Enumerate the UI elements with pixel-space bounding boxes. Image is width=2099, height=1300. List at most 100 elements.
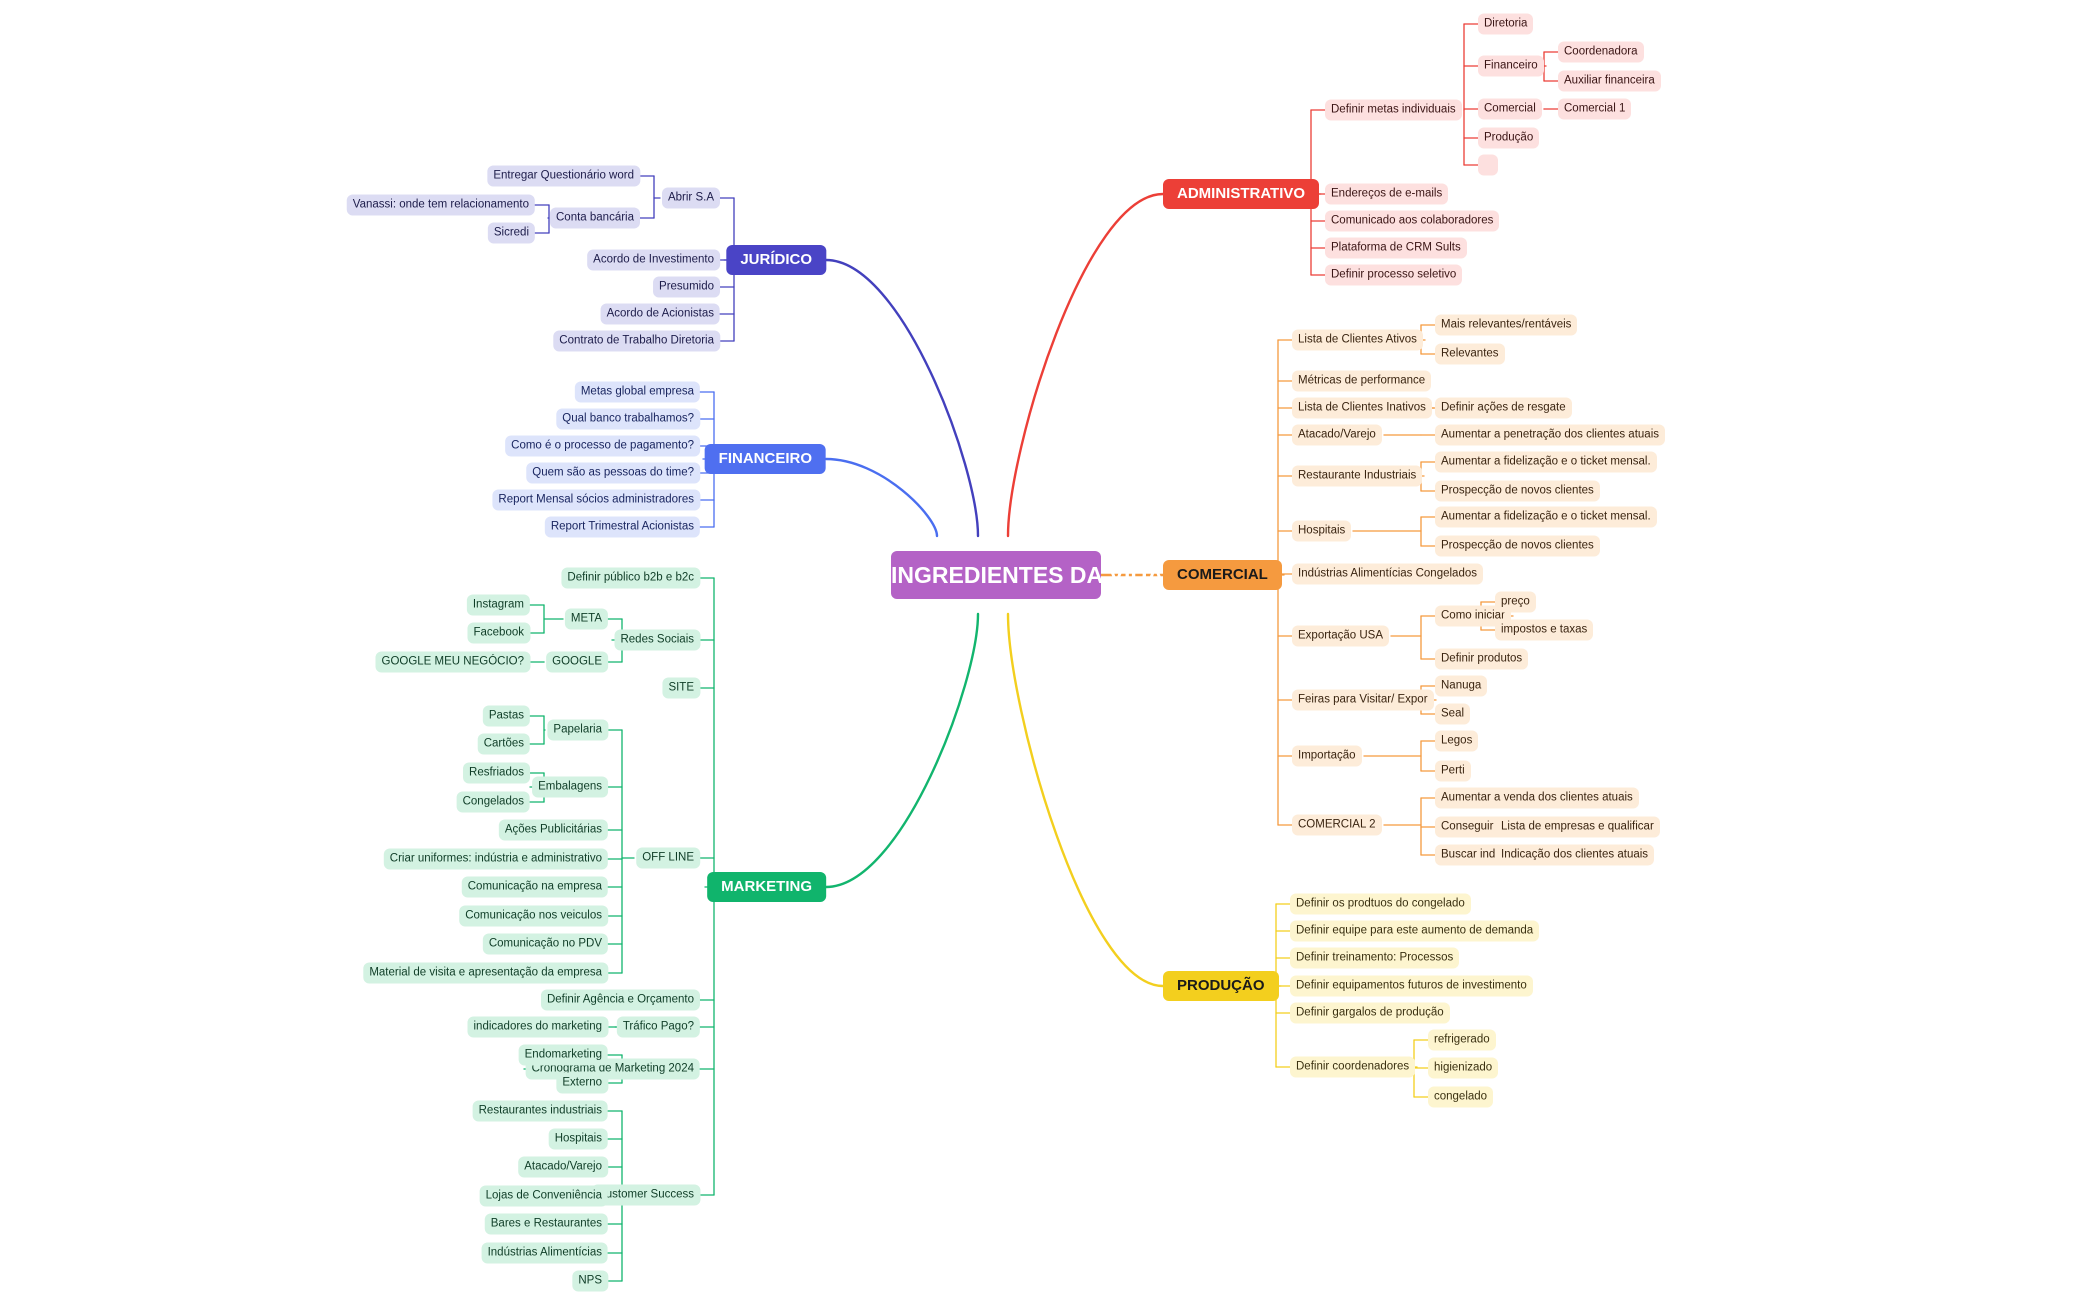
- marketing-customer-success-node[interactable]: Customer Success: [591, 1184, 700, 1206]
- marketing-redes-sociais-node[interactable]: Redes Sociais: [614, 629, 700, 651]
- marketing-bares-e-restaurantes-node[interactable]: Bares e Restaurantes: [484, 1213, 608, 1235]
- marketing-pastas-node[interactable]: Pastas: [482, 705, 530, 727]
- administrativo-coordenadora-node[interactable]: Coordenadora: [1558, 41, 1644, 63]
- comercial-seal-node[interactable]: Seal: [1435, 703, 1471, 725]
- administrativo-definir-metas-individuais-node[interactable]: Definir metas individuais: [1325, 99, 1462, 121]
- juridico-vanassi-onde-tem-relacionamento-node[interactable]: Vanassi: onde tem relacionamento: [346, 194, 535, 216]
- marketing-meta-node[interactable]: META: [564, 608, 608, 630]
- juridico-conta-bancaria-node[interactable]: Conta bancária: [550, 207, 640, 229]
- marketing-cartoes-node[interactable]: Cartões: [477, 733, 530, 755]
- marketing-comunicacao-na-empresa-node[interactable]: Comunicação na empresa: [461, 876, 608, 898]
- marketing-embalagens-node[interactable]: Embalagens: [532, 776, 608, 798]
- administrativo-empty-node[interactable]: [1478, 154, 1498, 176]
- comercial-aumentar-a-fidelizacao-e-o-ticket-mensal-node[interactable]: Aumentar a fidelização e o ticket mensal…: [1435, 451, 1657, 473]
- comercial-metricas-de-performance-node[interactable]: Métricas de performance: [1292, 370, 1432, 392]
- financeiro-report-trimestral-acionistas-node[interactable]: Report Trimestral Acionistas: [544, 516, 700, 538]
- administrativo-financeiro-node[interactable]: Financeiro: [1478, 55, 1544, 77]
- administrativo-comercial-node[interactable]: Comercial: [1478, 98, 1542, 120]
- comercial-restaurante-industriais-node[interactable]: Restaurante Industriais: [1292, 465, 1423, 487]
- comercial-lista-de-clientes-inativos-node[interactable]: Lista de Clientes Inativos: [1292, 397, 1432, 419]
- juridico-presumido-node[interactable]: Presumido: [653, 276, 720, 298]
- comercial-industrias-alimenticias-congelados-node[interactable]: Indústrias Alimentícias Congelados: [1292, 563, 1483, 585]
- comercial-impostos-e-taxas-node[interactable]: impostos e taxas: [1495, 619, 1594, 641]
- marketing-criar-uniformes-industria-e-administrativo-node[interactable]: Criar uniformes: indústria e administrat…: [383, 848, 608, 870]
- marketing-definir-publico-b2b-e-b2c-node[interactable]: Definir público b2b e b2c: [561, 567, 700, 589]
- marketing-hospitais-node[interactable]: Hospitais: [548, 1128, 608, 1150]
- producao-higienizado-node[interactable]: higienizado: [1428, 1057, 1499, 1079]
- marketing-definir-agencia-e-orcamento-node[interactable]: Definir Agência e Orçamento: [540, 989, 700, 1011]
- marketing-google-meu-negocio-node[interactable]: GOOGLE MEU NEGÓCIO?: [375, 651, 530, 673]
- administrativo-definir-processo-seletivo-node[interactable]: Definir processo seletivo: [1325, 264, 1463, 286]
- comercial-relevantes-node[interactable]: Relevantes: [1435, 343, 1505, 365]
- marketing-facebook-node[interactable]: Facebook: [467, 622, 530, 644]
- comercial-indicacao-dos-clientes-atuais-node[interactable]: Indicação dos clientes atuais: [1495, 844, 1655, 866]
- branch-administrativo-topic[interactable]: ADMINISTRATIVO: [1163, 179, 1320, 209]
- branch-marketing-topic[interactable]: MARKETING: [707, 872, 826, 902]
- financeiro-report-mensal-socios-administradores-node[interactable]: Report Mensal sócios administradores: [492, 489, 700, 511]
- marketing-endomarketing-node[interactable]: Endomarketing: [518, 1044, 608, 1066]
- producao-definir-coordenadores-node[interactable]: Definir coordenadores: [1290, 1056, 1416, 1078]
- producao-definir-equipe-para-este-aumento-de-demanda-node[interactable]: Definir equipe para este aumento de dema…: [1290, 920, 1540, 942]
- juridico-acordo-de-investimento-node[interactable]: Acordo de Investimento: [587, 249, 720, 271]
- comercial-mais-relevantes-rentaveis-node[interactable]: Mais relevantes/rentáveis: [1435, 314, 1578, 336]
- marketing-restaurantes-industriais-node[interactable]: Restaurantes industriais: [472, 1100, 608, 1122]
- marketing-nps-node[interactable]: NPS: [572, 1270, 608, 1292]
- marketing-google-node[interactable]: GOOGLE: [546, 651, 608, 673]
- branch-financeiro-topic[interactable]: FINANCEIRO: [704, 444, 826, 474]
- comercial-importacao-node[interactable]: Importação: [1292, 745, 1362, 767]
- financeiro-quem-sao-as-pessoas-do-time-node[interactable]: Quem são as pessoas do time?: [526, 462, 700, 484]
- financeiro-como-e-o-processo-de-pagamento-node[interactable]: Como é o processo de pagamento?: [505, 435, 700, 457]
- comercial-prospeccao-de-novos-clientes-node[interactable]: Prospecção de novos clientes: [1435, 480, 1600, 502]
- marketing-congelados-node[interactable]: Congelados: [456, 791, 530, 813]
- branch-juridico-topic[interactable]: JURÍDICO: [726, 245, 826, 275]
- comercial-lista-de-empresas-e-qualificar-node[interactable]: Lista de empresas e qualificar: [1495, 816, 1660, 838]
- marketing-externo-node[interactable]: Externo: [556, 1072, 608, 1094]
- marketing-lojas-de-conveniencia-node[interactable]: Lojas de Conveniência: [479, 1185, 608, 1207]
- marketing-comunicacao-no-pdv-node[interactable]: Comunicação no PDV: [482, 933, 608, 955]
- producao-definir-gargalos-de-producao-node[interactable]: Definir gargalos de produção: [1290, 1002, 1450, 1024]
- root-topic[interactable]: INGREDIENTES DA VIDA: [891, 551, 1164, 599]
- administrativo-comunicado-aos-colaboradores-node[interactable]: Comunicado aos colaboradores: [1325, 210, 1500, 232]
- marketing-instagram-node[interactable]: Instagram: [466, 594, 530, 616]
- marketing-site-node[interactable]: SITE: [662, 677, 700, 699]
- marketing-off-line-node[interactable]: OFF LINE: [636, 847, 700, 869]
- comercial-preco-node[interactable]: preço: [1495, 591, 1536, 613]
- marketing-resfriados-node[interactable]: Resfriados: [463, 762, 530, 784]
- marketing-industrias-alimenticias-node[interactable]: Indústrias Alimentícias: [481, 1242, 608, 1264]
- producao-congelado-node[interactable]: congelado: [1428, 1086, 1494, 1108]
- marketing-comunicacao-nos-veiculos-node[interactable]: Comunicação nos veiculos: [459, 905, 608, 927]
- producao-refrigerado-node[interactable]: refrigerado: [1428, 1029, 1496, 1051]
- comercial-exportacao-usa-node[interactable]: Exportação USA: [1292, 625, 1390, 647]
- comercial-aumentar-a-fidelizacao-e-o-ticket-mensal-node[interactable]: Aumentar a fidelização e o ticket mensal…: [1435, 506, 1657, 528]
- marketing-trafico-pago-node[interactable]: Tráfico Pago?: [616, 1016, 700, 1038]
- comercial-comercial-2-node[interactable]: COMERCIAL 2: [1292, 814, 1382, 836]
- administrativo-diretoria-node[interactable]: Diretoria: [1478, 13, 1534, 35]
- producao-definir-os-prodtuos-do-congelado-node[interactable]: Definir os prodtuos do congelado: [1290, 893, 1471, 915]
- branch-comercial-topic[interactable]: COMERCIAL: [1163, 560, 1282, 590]
- administrativo-comercial-1-node[interactable]: Comercial 1: [1558, 98, 1632, 120]
- comercial-atacado-varejo-node[interactable]: Atacado/Varejo: [1292, 424, 1382, 446]
- producao-definir-treinamento-processos-node[interactable]: Definir treinamento: Processos: [1290, 947, 1460, 969]
- comercial-hospitais-node[interactable]: Hospitais: [1292, 520, 1352, 542]
- comercial-perti-node[interactable]: Perti: [1435, 760, 1471, 782]
- comercial-aumentar-a-venda-dos-clientes-atuais-node[interactable]: Aumentar a venda dos clientes atuais: [1435, 787, 1639, 809]
- administrativo-plataforma-de-crm-sults-node[interactable]: Plataforma de CRM Sults: [1325, 237, 1467, 259]
- comercial-lista-de-clientes-ativos-node[interactable]: Lista de Clientes Ativos: [1292, 329, 1423, 351]
- administrativo-enderecos-de-e-mails-node[interactable]: Endereços de e-mails: [1325, 183, 1449, 205]
- marketing-atacado-varejo-node[interactable]: Atacado/Varejo: [518, 1156, 608, 1178]
- comercial-definir-acoes-de-resgate-node[interactable]: Definir ações de resgate: [1435, 397, 1572, 419]
- comercial-definir-produtos-node[interactable]: Definir produtos: [1435, 648, 1529, 670]
- administrativo-auxiliar-financeira-node[interactable]: Auxiliar financeira: [1558, 70, 1661, 92]
- marketing-papelaria-node[interactable]: Papelaria: [547, 719, 608, 741]
- comercial-legos-node[interactable]: Legos: [1435, 730, 1479, 752]
- branch-producao-topic[interactable]: PRODUÇÃO: [1163, 971, 1279, 1001]
- comercial-feiras-para-visitar-expor-node[interactable]: Feiras para Visitar/ Expor: [1292, 689, 1434, 711]
- comercial-aumentar-a-penetracao-dos-clientes-atuais-node[interactable]: Aumentar a penetração dos clientes atuai…: [1435, 424, 1665, 446]
- comercial-nanuga-node[interactable]: Nanuga: [1435, 675, 1488, 697]
- comercial-como-iniciar-node[interactable]: Como iniciar: [1435, 605, 1511, 627]
- marketing-material-de-visita-e-apresentacao-da-empresa-node[interactable]: Material de visita e apresentação da emp…: [363, 962, 608, 984]
- producao-definir-equipamentos-futuros-de-investimento-node[interactable]: Definir equipamentos futuros de investim…: [1290, 975, 1533, 997]
- financeiro-metas-global-empresa-node[interactable]: Metas global empresa: [574, 381, 700, 403]
- juridico-abrir-s-a-node[interactable]: Abrir S.A: [661, 187, 720, 209]
- juridico-sicredi-node[interactable]: Sicredi: [487, 222, 535, 244]
